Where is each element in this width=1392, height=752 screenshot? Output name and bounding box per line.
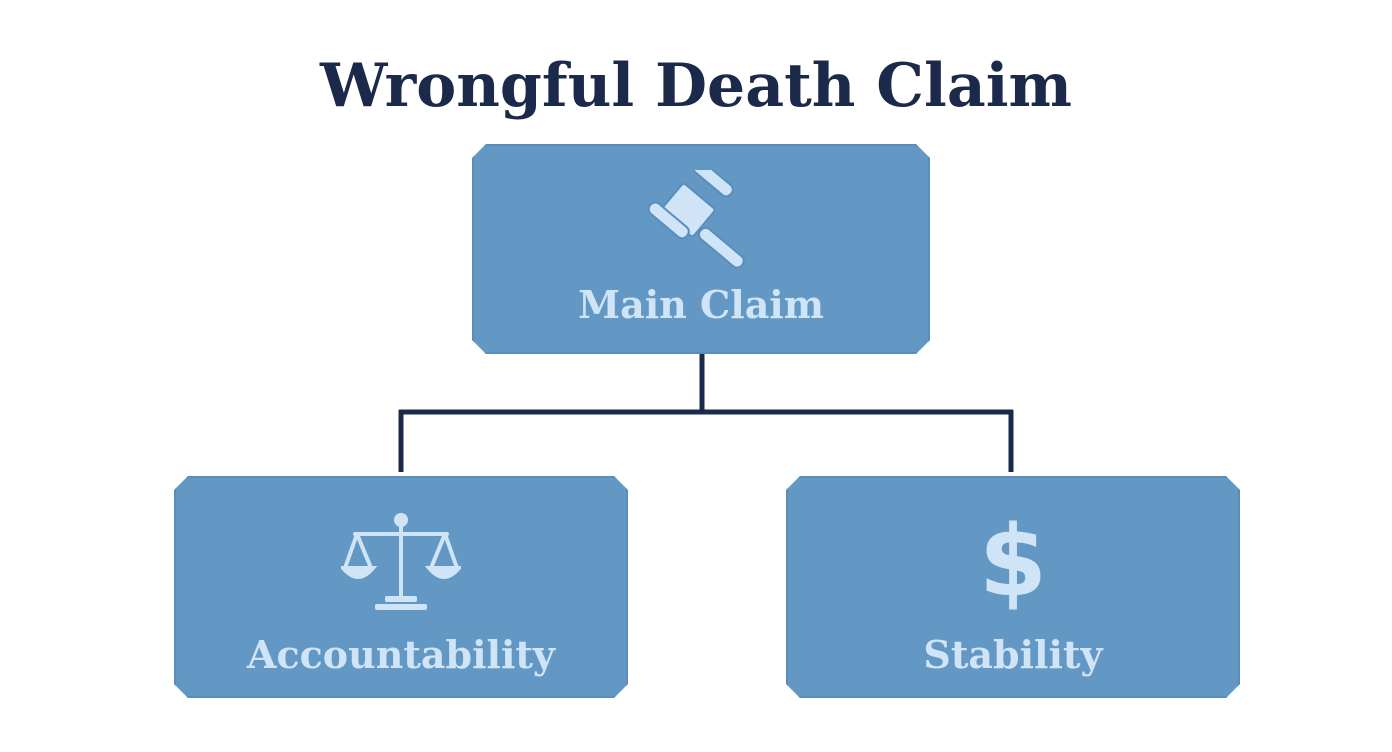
node-stability: $ Stability	[786, 476, 1240, 698]
node-main-claim: Main Claim	[472, 144, 930, 354]
stability-label: Stability	[923, 632, 1103, 677]
main-claim-label: Main Claim	[578, 282, 824, 327]
dollar-glyph: $	[978, 505, 1048, 619]
gavel-icon	[641, 170, 761, 274]
node-accountability: Accountability	[174, 476, 628, 698]
diagram-title: Wrongful Death Claim	[319, 51, 1073, 121]
scales-icon	[341, 512, 461, 612]
accountability-label: Accountability	[246, 632, 556, 677]
dollar-sign-icon: $	[973, 510, 1053, 614]
